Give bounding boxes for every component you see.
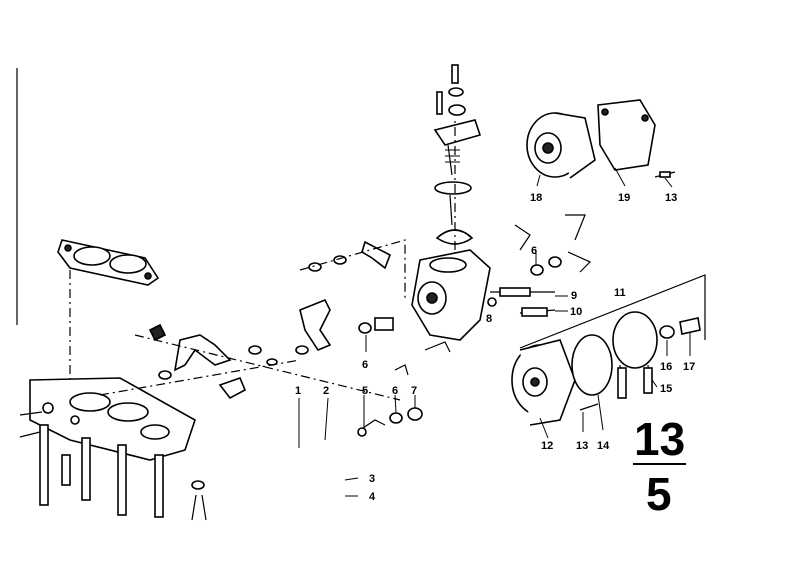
- clip-parts: [394, 341, 451, 376]
- leader-lines: [298, 167, 691, 497]
- callout-6-mid: 6: [362, 359, 368, 371]
- pump-cover-12: [511, 339, 576, 426]
- washer-6-low: [389, 407, 423, 424]
- callout-1: 1: [295, 385, 301, 397]
- callout-16: 16: [660, 361, 672, 373]
- spring-clip-top: [514, 214, 586, 251]
- choke-cover-18: [526, 112, 596, 179]
- carburetor-base-body: [19, 377, 196, 518]
- callout-5: 5: [362, 385, 368, 397]
- diaphragm-14: [571, 334, 613, 396]
- washer-6-right: [530, 251, 592, 276]
- washer-16: [659, 325, 675, 339]
- pump-housing-15: [612, 311, 658, 399]
- callout-14: 14: [597, 440, 610, 452]
- screw-13-low: [579, 403, 599, 411]
- choke-lever: [295, 298, 332, 355]
- callout-6-right: 6: [531, 245, 537, 257]
- group-number-top: 13: [634, 413, 685, 465]
- callout-17: 17: [683, 361, 695, 373]
- callout-10: 10: [570, 306, 582, 318]
- bracket-line-11: [519, 274, 706, 349]
- screw-13-top: [654, 171, 676, 178]
- spring-5: [357, 419, 386, 437]
- choke-housing: [411, 249, 491, 341]
- screw-9: [490, 287, 555, 297]
- gasket-19: [597, 99, 656, 171]
- callout-4: 4: [369, 491, 376, 503]
- callout-9: 9: [571, 290, 577, 302]
- washer-8: [487, 297, 497, 307]
- shaft-bracket: [218, 345, 278, 400]
- throttle-lever: [148, 323, 232, 380]
- upper-bracket-arm: [308, 240, 392, 272]
- callout-7: 7: [411, 385, 417, 397]
- callout-11: 11: [614, 287, 626, 299]
- callout-12: 12: [541, 440, 553, 452]
- group-number-bottom: 5: [646, 468, 672, 520]
- retaining-clip-lower: [191, 480, 207, 521]
- washer-6-mid: [358, 317, 394, 334]
- callout-13-low: 13: [576, 440, 588, 452]
- callout-18: 18: [530, 192, 542, 204]
- screw-10: [519, 307, 556, 317]
- callout-6-low: 6: [392, 385, 398, 397]
- banjo-bolt-17: [679, 317, 701, 335]
- callout-15: 15: [660, 383, 672, 395]
- callout-13-top: 13: [665, 192, 677, 204]
- callout-2: 2: [323, 385, 329, 397]
- float-needle-stack: [433, 64, 482, 245]
- flange-gasket-upper: [57, 239, 160, 286]
- callout-19: 19: [618, 192, 630, 204]
- callout-3: 3: [369, 473, 375, 485]
- callout-8: 8: [486, 313, 492, 325]
